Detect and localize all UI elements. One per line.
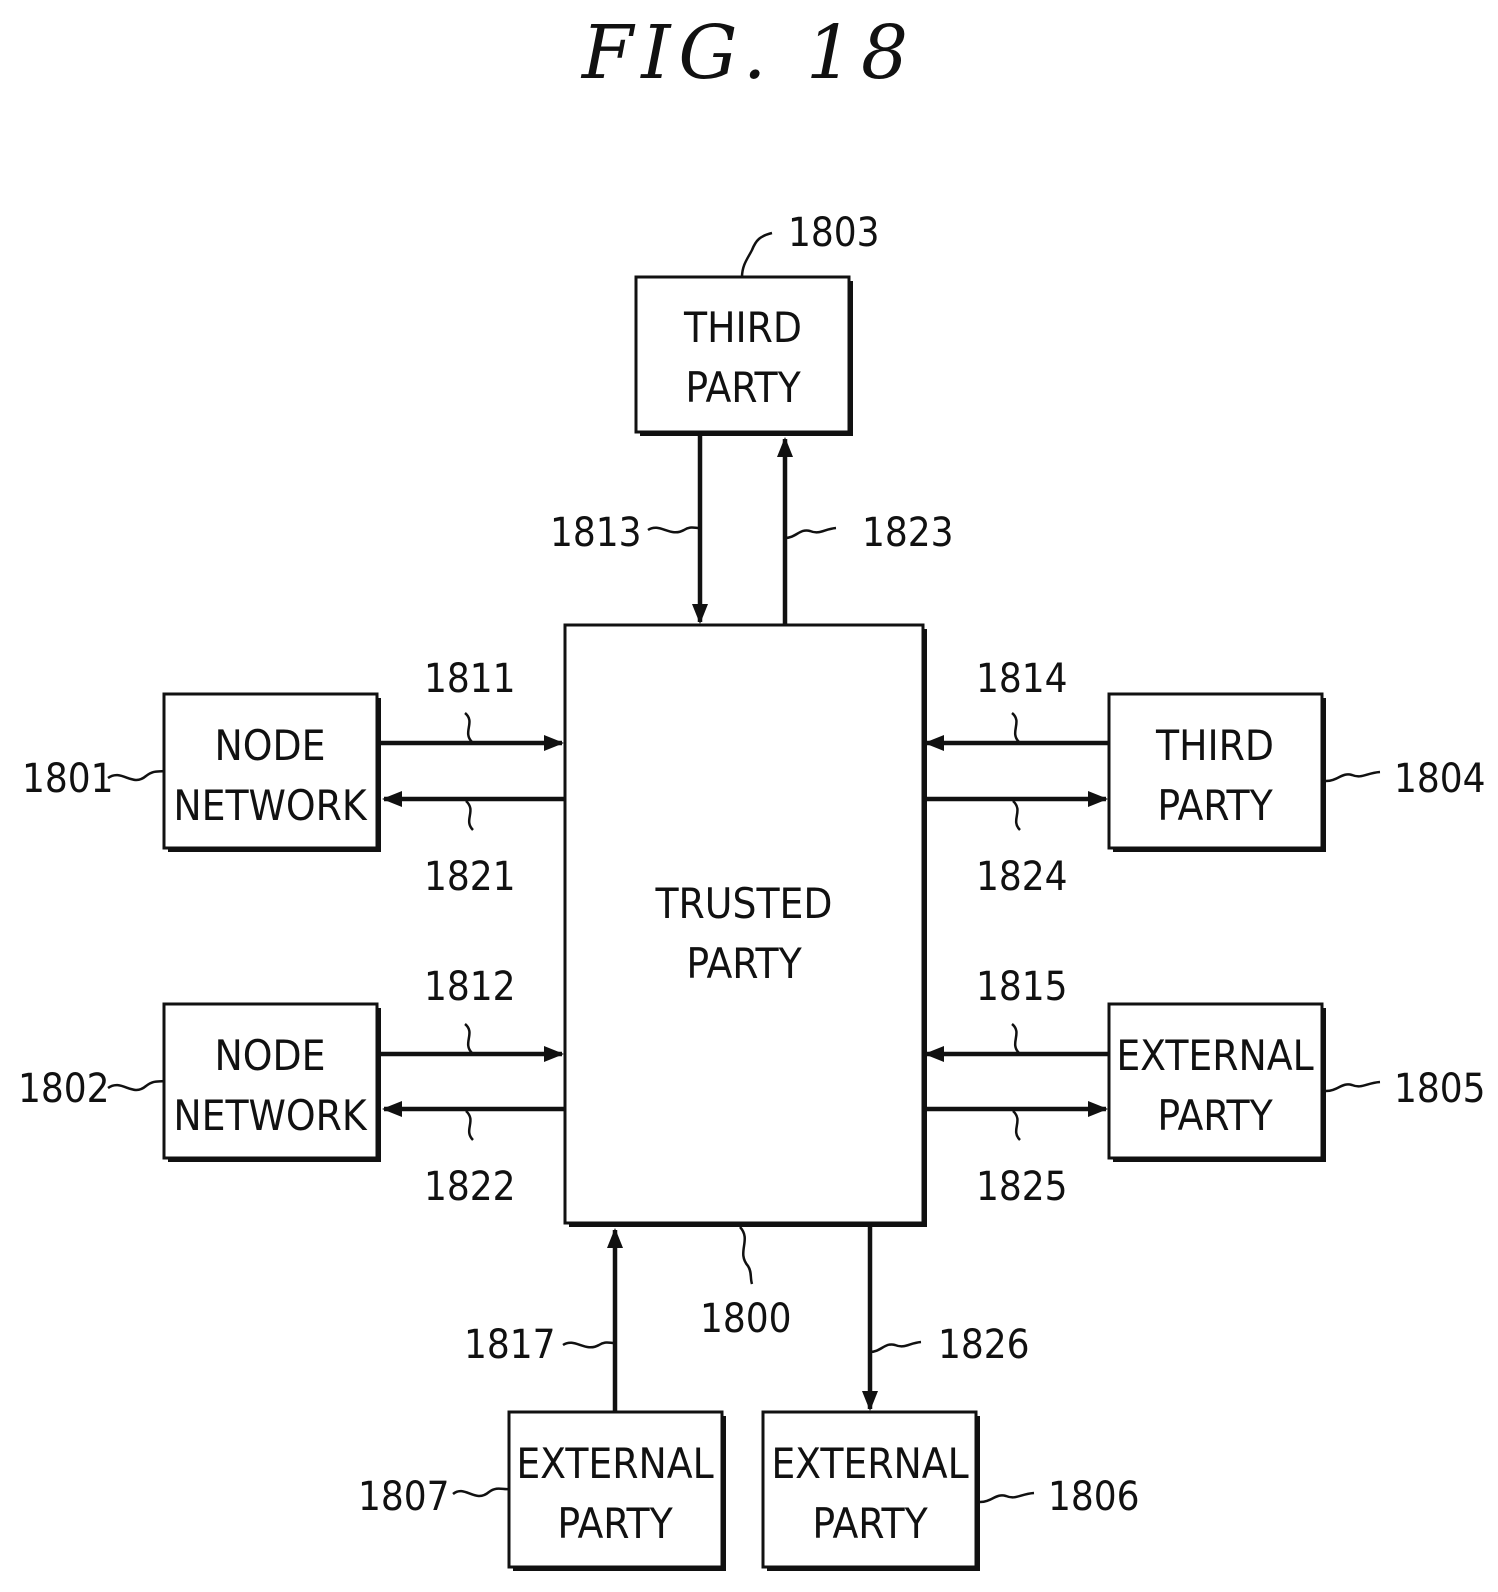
external-party-1807-line2: PARTY	[557, 1499, 673, 1548]
external-party-box-1805: EXTERNAL PARTY	[1109, 1004, 1326, 1162]
external-party-box-1806: EXTERNAL PARTY	[763, 1412, 980, 1571]
leader-1825	[1013, 1111, 1020, 1140]
ref-1823: 1823	[862, 510, 954, 556]
ref-1814: 1814	[976, 656, 1068, 702]
node-network-1802-line1: NODE	[215, 1031, 326, 1080]
third-party-1804-line2: PARTY	[1157, 781, 1273, 830]
ref-1800: 1800	[700, 1296, 792, 1342]
ref-1806: 1806	[1048, 1474, 1140, 1520]
ref-1825: 1825	[976, 1164, 1068, 1210]
external-party-box-1807: EXTERNAL PARTY	[509, 1412, 726, 1571]
leader-1800	[740, 1227, 752, 1284]
node-network-1801-line1: NODE	[215, 721, 326, 770]
third-party-box-1803: THIRD PARTY	[636, 277, 853, 436]
leader-1824	[1013, 801, 1020, 830]
leader-1814	[1012, 713, 1019, 742]
leader-1802	[108, 1081, 164, 1090]
external-party-1805-line1: EXTERNAL	[1116, 1031, 1313, 1080]
leader-1815	[1012, 1024, 1019, 1053]
external-party-1806-line2: PARTY	[812, 1499, 928, 1548]
ref-1807: 1807	[358, 1474, 450, 1520]
leader-1826	[870, 1342, 921, 1352]
ref-1824: 1824	[976, 854, 1068, 900]
node-network-1801-line2: NETWORK	[173, 781, 368, 830]
external-party-1806-line1: EXTERNAL	[771, 1439, 968, 1488]
ref-1804: 1804	[1394, 756, 1486, 802]
node-network-1802-line2: NETWORK	[173, 1091, 368, 1140]
external-party-1807-line1: EXTERNAL	[516, 1439, 713, 1488]
leader-1805	[1326, 1082, 1380, 1091]
ref-1817: 1817	[464, 1322, 556, 1368]
node-network-box-1802: NODE NETWORK	[164, 1004, 381, 1162]
leader-1817	[563, 1343, 615, 1348]
leader-1812	[465, 1024, 472, 1053]
third-party-box-1804: THIRD PARTY	[1109, 694, 1326, 852]
ref-1822: 1822	[424, 1164, 516, 1210]
third-party-1804-line1: THIRD	[1155, 721, 1274, 770]
leader-1801	[108, 771, 164, 780]
ref-1805: 1805	[1394, 1066, 1486, 1112]
ref-1821: 1821	[424, 854, 516, 900]
ref-1812: 1812	[424, 964, 516, 1010]
ref-1813: 1813	[550, 510, 642, 556]
ref-1803: 1803	[788, 210, 880, 256]
trusted-party-label-line2: PARTY	[686, 939, 802, 988]
ref-1802: 1802	[18, 1066, 110, 1112]
third-party-1803-line1: THIRD	[683, 303, 802, 352]
leader-1811	[465, 713, 472, 742]
third-party-1803-line2: PARTY	[685, 363, 801, 412]
external-party-1805-line2: PARTY	[1157, 1091, 1273, 1140]
leader-1803	[742, 233, 772, 277]
leader-1813	[648, 528, 700, 533]
trusted-party-box: TRUSTED PARTY	[565, 625, 927, 1227]
leader-1821	[466, 801, 473, 830]
trusted-party-label-line1: TRUSTED	[654, 879, 832, 928]
leader-1806	[980, 1493, 1034, 1502]
leader-1823	[785, 528, 836, 538]
node-network-box-1801: NODE NETWORK	[164, 694, 381, 852]
ref-1811: 1811	[424, 656, 516, 702]
leader-1822	[466, 1111, 473, 1140]
leader-1807	[453, 1489, 509, 1496]
ref-1815: 1815	[976, 964, 1068, 1010]
ref-1826: 1826	[938, 1322, 1030, 1368]
ref-1801: 1801	[22, 756, 114, 802]
leader-1804	[1326, 772, 1380, 781]
